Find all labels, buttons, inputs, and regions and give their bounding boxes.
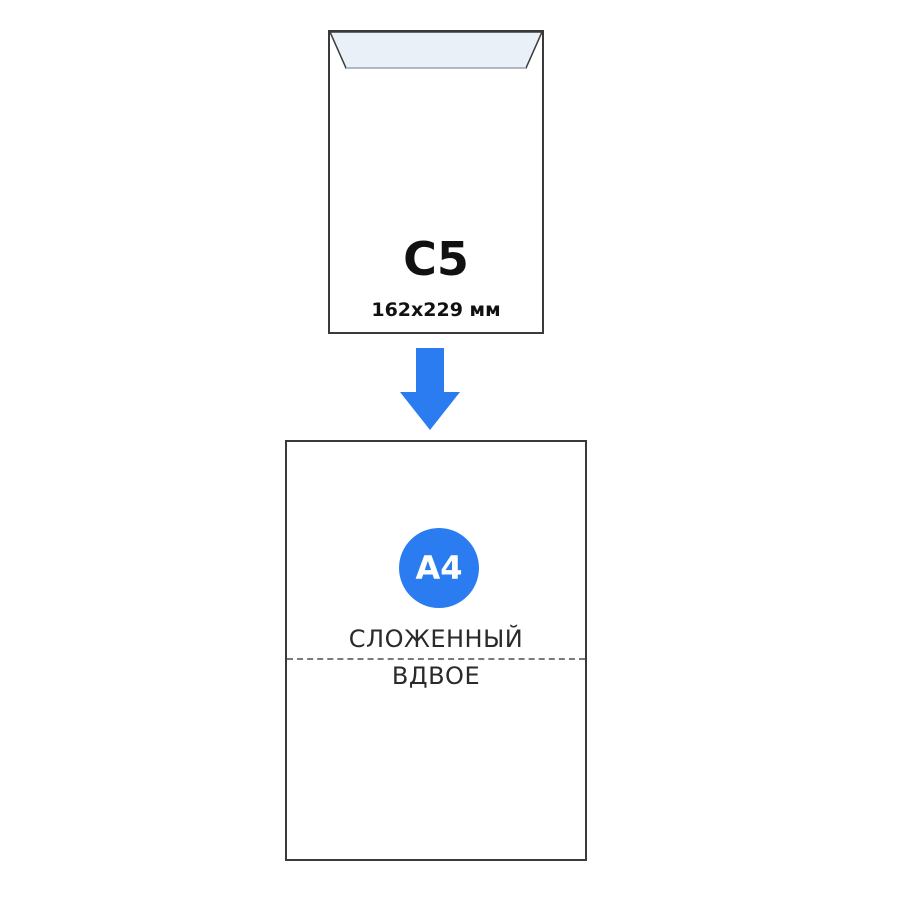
fold-label-line1: СЛОЖЕННЫЙ (348, 625, 524, 653)
arrow-down-icon (400, 348, 460, 430)
c5-envelope: C5 162x229 мм (328, 30, 544, 334)
envelope-flap (330, 32, 542, 69)
a4-sheet: A4 СЛОЖЕННЫЙ ВДВОЕ (285, 440, 587, 861)
envelope-format-label: C5 (403, 232, 469, 286)
fold-line (287, 658, 585, 660)
a4-format-badge: A4 (399, 528, 479, 608)
envelope-size-label: 162x229 мм (371, 299, 501, 321)
fold-label-line2: ВДВОЕ (391, 662, 481, 690)
